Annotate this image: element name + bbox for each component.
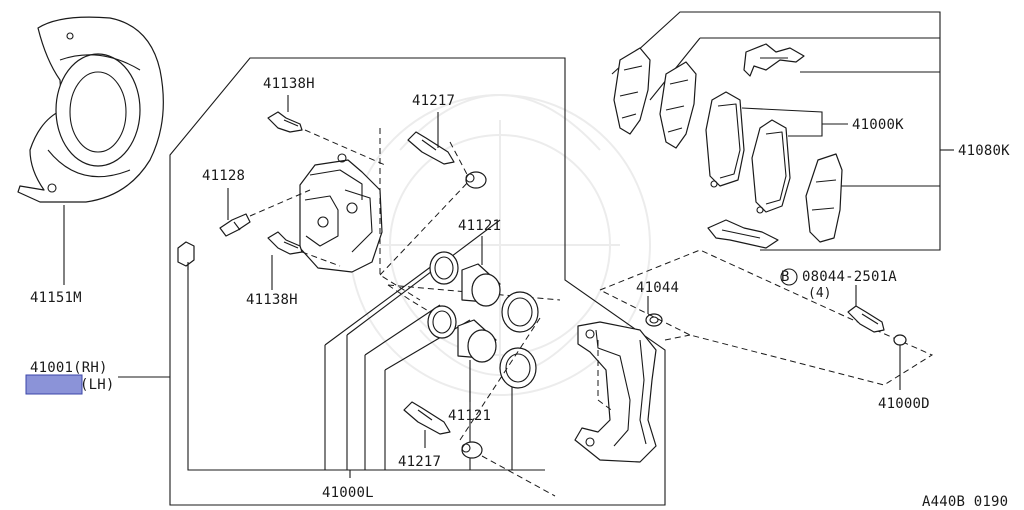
bleeder-screw-part[interactable] xyxy=(219,213,251,237)
part-label-41217-top[interactable]: 41217 xyxy=(412,93,455,109)
guide-bolt-bottom-part[interactable] xyxy=(267,231,303,255)
part-label-08044-qty: (4) xyxy=(808,286,831,301)
piston-seal-upper-part[interactable] xyxy=(429,251,459,285)
part-label-41138H-bottom[interactable]: 41138H xyxy=(246,292,298,308)
part-label-41217-bottom[interactable]: 41217 xyxy=(398,454,441,470)
lock-washer-part[interactable] xyxy=(893,334,907,346)
part-label-41121-top[interactable]: 41121 xyxy=(458,218,501,234)
anti-rattle-clip-part[interactable] xyxy=(645,313,663,327)
pad-retainer-clip-bottom-part[interactable] xyxy=(707,219,779,249)
pin-boot-bottom-part[interactable] xyxy=(461,441,483,459)
assembly-boundary-frame xyxy=(169,57,666,506)
bolt-circle-marker xyxy=(780,268,798,286)
part-label-41151M[interactable]: 41151M xyxy=(30,290,82,306)
piston-seal-lower-part[interactable] xyxy=(427,305,457,339)
bolt-circle-symbol: B xyxy=(781,269,790,285)
bleeder-cap-part[interactable] xyxy=(177,241,195,267)
piston-boot-upper-part[interactable] xyxy=(501,291,539,333)
part-label-41044[interactable]: 41044 xyxy=(636,280,679,296)
part-label-41001-lh[interactable]: (LH) xyxy=(80,377,115,393)
part-label-41121-bottom[interactable]: 41121 xyxy=(448,408,491,424)
part-label-41080K[interactable]: 41080K xyxy=(958,143,1010,159)
part-label-08044-2501A[interactable]: 08044-2501A xyxy=(802,269,897,285)
guide-bolt-top-part[interactable] xyxy=(267,111,303,133)
part-label-41000L[interactable]: 41000L xyxy=(322,485,374,501)
pad-shim-rear-part[interactable] xyxy=(805,153,843,243)
piston-lower-part[interactable] xyxy=(457,319,497,363)
pad-retainer-clip-top-part[interactable] xyxy=(743,43,805,77)
pin-boot-top-part[interactable] xyxy=(465,171,487,189)
part-label-41000D[interactable]: 41000D xyxy=(878,396,930,412)
dust-shield-part[interactable] xyxy=(17,16,164,203)
pad-shim-outer-part[interactable] xyxy=(613,47,651,135)
mounting-bolt-part[interactable] xyxy=(847,305,885,333)
piston-upper-part[interactable] xyxy=(461,263,501,307)
caliper-bracket-part[interactable] xyxy=(574,321,657,463)
guide-pin-bottom-part[interactable] xyxy=(403,401,451,435)
piston-boot-lower-part[interactable] xyxy=(499,347,537,389)
pad-shim-inner-part[interactable] xyxy=(659,61,697,149)
part-label-41128[interactable]: 41128 xyxy=(202,168,245,184)
brake-pad-outer-part[interactable] xyxy=(705,91,745,188)
part-label-41001-rh[interactable]: 41001(RH) xyxy=(30,360,108,376)
part-label-41138H-top[interactable]: 41138H xyxy=(263,76,315,92)
part-label-41000K[interactable]: 41000K xyxy=(852,117,904,133)
diagram-code: A440B 0190 xyxy=(922,494,1008,510)
guide-pin-top-part[interactable] xyxy=(407,131,455,165)
caliper-body-part[interactable] xyxy=(299,153,383,273)
brake-pad-inner-part[interactable] xyxy=(751,119,791,214)
highlighted-part-number-box[interactable] xyxy=(25,374,83,395)
